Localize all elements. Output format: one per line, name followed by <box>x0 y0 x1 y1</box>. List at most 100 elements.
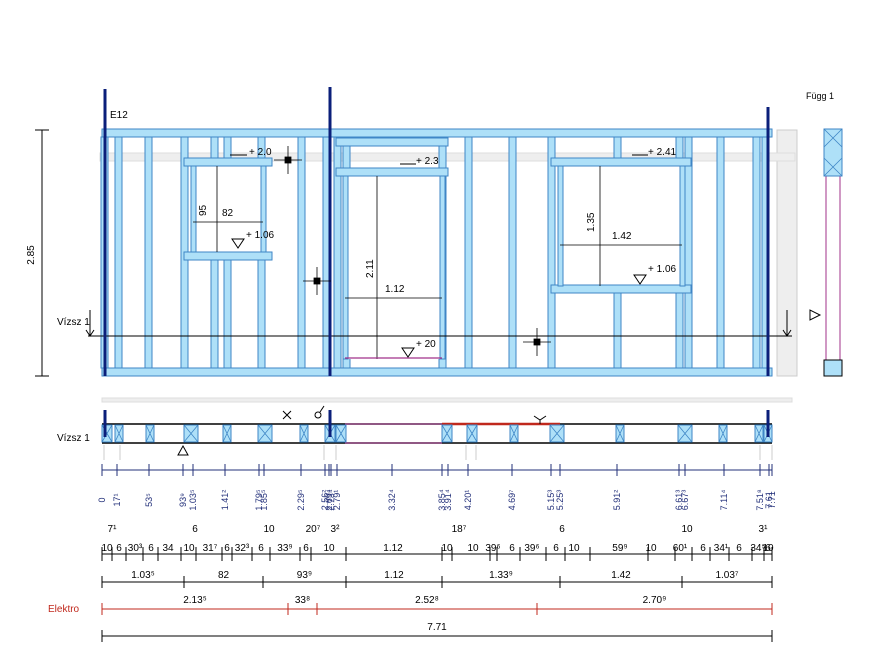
stud-gap-label: 3¹ <box>759 524 769 535</box>
window-2-top-level: + 2.41 <box>648 147 677 158</box>
stud <box>716 136 725 369</box>
plan-stud-cross <box>335 424 347 443</box>
member-label: 10 <box>762 543 774 554</box>
member-label: 6 <box>258 543 264 554</box>
position-label: 17¹ <box>112 493 122 506</box>
position-label: 7.71 <box>767 491 777 509</box>
bottom-plate <box>101 367 773 377</box>
position-label: 4.20¹ <box>463 490 473 511</box>
stud <box>464 136 473 369</box>
position-label: 1.03⁵ <box>188 489 198 511</box>
plan-stud-cross <box>145 424 155 443</box>
header-or-sill <box>183 157 273 167</box>
stud-gap-label: 10 <box>263 524 275 535</box>
plan-stud-cross <box>183 424 199 443</box>
elektro-box <box>313 277 321 285</box>
horizontal-section-plan <box>101 397 793 460</box>
position-label: 93⁹ <box>178 493 188 507</box>
door-width: 1.12 <box>385 284 405 295</box>
position-label: 3.91⁴ <box>443 489 453 511</box>
window-2-height: 1.35 <box>586 212 597 232</box>
wall-elevation <box>88 87 798 377</box>
stud-gap-label: 6 <box>559 524 565 535</box>
total-length: 7.71 <box>427 622 447 633</box>
header-or-sill <box>335 137 449 147</box>
stud-gap-label: 10 <box>681 524 693 535</box>
door-sill-level: + 20 <box>416 339 436 350</box>
plan-stud-cross <box>509 424 519 443</box>
door-top-level: + 2.3 <box>416 156 439 167</box>
stud <box>547 136 556 369</box>
member-label: 59⁹ <box>612 543 627 554</box>
window-1-height: 95 <box>198 204 209 216</box>
position-label: 53⁵ <box>144 493 154 507</box>
window-2-sill-level: + 1.06 <box>648 264 677 275</box>
member-label: 10 <box>183 543 195 554</box>
member-label: 6 <box>509 543 515 554</box>
elektro-label: Elektro <box>48 604 80 615</box>
member-label: 34 <box>162 543 174 554</box>
member-label: 6 <box>148 543 154 554</box>
header-or-sill <box>550 157 692 167</box>
elektro-box <box>284 156 292 164</box>
stud-gap-label: 3² <box>331 524 341 535</box>
position-label: 1.85⁵ <box>259 489 269 511</box>
member-label: 39⁶ <box>485 543 500 554</box>
header-or-sill <box>550 284 692 294</box>
plan-stud-cross <box>257 424 273 443</box>
member-label: 6 <box>553 543 559 554</box>
position-label: 7.61 <box>764 491 774 509</box>
opening-width-label: 82 <box>218 570 230 581</box>
opening-width-label: 1.03⁵ <box>131 570 155 581</box>
member-label: 6 <box>736 543 742 554</box>
stud <box>508 136 517 369</box>
plan-stud-cross <box>677 424 693 443</box>
stud <box>297 136 306 369</box>
stud-gap-label: 18⁷ <box>452 524 467 535</box>
member-label: 34⁵ <box>750 543 765 554</box>
member-label: 32³ <box>235 543 250 554</box>
position-label: 5.15³ <box>546 490 556 511</box>
opening-width-label: 1.12 <box>384 570 404 581</box>
position-label: 1.41² <box>220 490 230 511</box>
plan-stud-cross <box>615 424 625 443</box>
position-label: 4.69⁷ <box>507 490 517 511</box>
member-label: 10 <box>323 543 335 554</box>
opening-width-label: 93⁹ <box>297 570 312 581</box>
member-label: 6 <box>765 543 771 554</box>
top-plate <box>101 128 773 138</box>
section-label-elevation: Vízsz 1 <box>57 317 90 328</box>
elektro-distance-label: 2.13⁵ <box>183 595 207 606</box>
window-1-opening <box>193 166 263 252</box>
position-label: 7.11⁴ <box>719 490 729 511</box>
member-label: 6 <box>224 543 230 554</box>
member-label: 34¹ <box>714 543 729 554</box>
side-view-label: Függ 1 <box>806 91 834 101</box>
stud <box>144 136 153 369</box>
opening-width-label: 1.33⁹ <box>489 570 513 581</box>
position-label: 6.67³ <box>680 490 690 511</box>
plan-stud-cross <box>549 424 565 443</box>
plan-stud-cross <box>299 424 309 443</box>
member-label: 10 <box>645 543 657 554</box>
elektro-distance-label: 2.52⁸ <box>415 595 439 606</box>
plan-stud-cross <box>754 424 764 443</box>
plan-stud-cross <box>441 424 453 443</box>
opening-jamb <box>190 165 197 253</box>
position-label: 3.85⁴ <box>437 489 447 511</box>
position-label: 2.79¹ <box>332 490 342 511</box>
opening-jamb <box>557 165 564 287</box>
plan-stud-cross <box>222 424 232 443</box>
window-1-top-level: + 2.0 <box>249 147 272 158</box>
elektro-distance-label: 33⁸ <box>295 595 310 606</box>
plan-stud-cross <box>466 424 478 443</box>
adjacent-wall-ghost <box>776 129 798 377</box>
opening-width-label: 1.03⁷ <box>715 570 738 581</box>
member-label: 6 <box>303 543 309 554</box>
opening-jamb <box>342 175 349 360</box>
window-1-sill-level: + 1.06 <box>246 230 275 241</box>
member-label: 30³ <box>128 543 143 554</box>
side-section-view <box>85 128 843 377</box>
window-2-width: 1.42 <box>612 231 632 242</box>
member-label: 10 <box>568 543 580 554</box>
